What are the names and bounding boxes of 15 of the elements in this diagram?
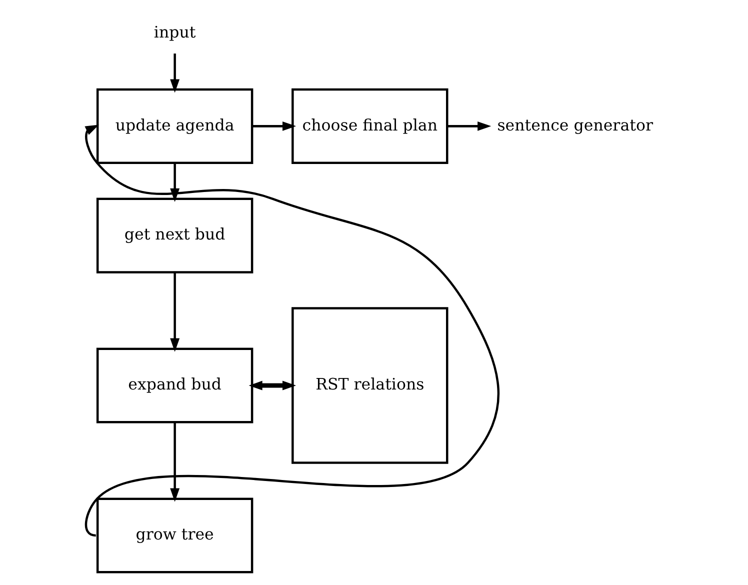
- node-box: get next bud: [96, 198, 254, 274]
- node-box: expand bud: [96, 348, 254, 424]
- arrow: [170, 272, 180, 352]
- node-box: grow tree: [96, 498, 254, 574]
- arrow: [170, 54, 180, 93]
- arrow: [447, 121, 492, 131]
- arrow: [84, 124, 500, 536]
- arrow: [252, 121, 296, 131]
- node-box: update agenda: [96, 88, 254, 164]
- node-text: input: [154, 22, 196, 42]
- node-text: sentence generator: [497, 115, 653, 134]
- arrow: [170, 422, 180, 502]
- arrow: [248, 380, 296, 390]
- node-box: RST relations: [292, 307, 448, 464]
- node-box: choose final plan: [292, 88, 448, 164]
